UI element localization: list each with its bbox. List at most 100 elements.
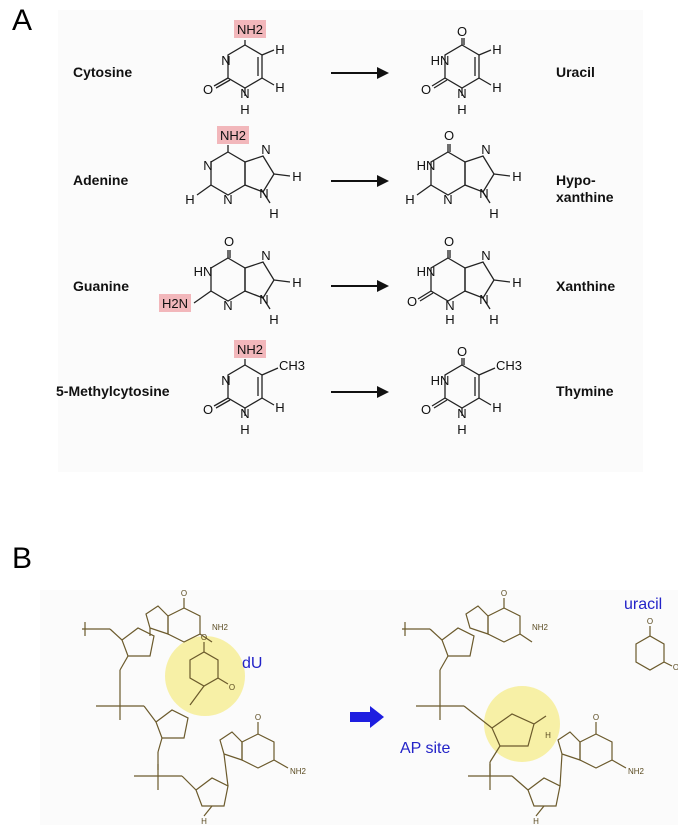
thymine-label: Thymine bbox=[556, 383, 614, 399]
guanine-label: Guanine bbox=[73, 278, 130, 294]
panel-a-structures: NH2 N N O H H H O HN N O H H H NH2 N N N… bbox=[159, 20, 522, 437]
atom-label: NH2 bbox=[212, 623, 229, 632]
atom-label: HN bbox=[417, 264, 436, 279]
atom-label: O bbox=[407, 294, 417, 309]
amino-highlight bbox=[234, 340, 266, 358]
atom-label: H bbox=[533, 817, 539, 825]
atom-label: H2N bbox=[162, 296, 188, 311]
conversion-arrow bbox=[331, 67, 389, 79]
atom-label: H bbox=[269, 206, 278, 221]
panel-a-background bbox=[58, 10, 643, 472]
uracil-free-label: uracil bbox=[624, 596, 663, 613]
atom-label: H bbox=[489, 312, 498, 327]
atom-label: H bbox=[489, 206, 498, 221]
atom-label: H bbox=[292, 169, 301, 184]
atom-label: H bbox=[292, 275, 301, 290]
atom-label: NH2 bbox=[220, 128, 246, 143]
atom-label: N bbox=[261, 248, 270, 263]
atom-label: O bbox=[421, 402, 431, 417]
atom-label: N bbox=[203, 158, 212, 173]
hypoxanthine-label: Hypo- xanthine bbox=[556, 172, 614, 205]
atom-label: N bbox=[223, 298, 232, 313]
amino-highlight bbox=[217, 126, 249, 144]
atom-label: N bbox=[481, 142, 490, 157]
atom-label: H bbox=[275, 400, 284, 415]
atom-label: O bbox=[201, 633, 207, 642]
methylcytosine-label: 5-Methylcytosine bbox=[56, 383, 170, 399]
panel-a-letter: A bbox=[12, 4, 33, 37]
atom-label: H bbox=[201, 817, 207, 825]
atom-label: N bbox=[261, 142, 270, 157]
conversion-arrow bbox=[331, 280, 389, 292]
atom-label: HN bbox=[194, 264, 213, 279]
atom-label: H bbox=[492, 400, 501, 415]
atom-label: O bbox=[181, 589, 187, 598]
atom-label: HN bbox=[431, 373, 450, 388]
atom-label: H bbox=[512, 275, 521, 290]
atom-label: H bbox=[492, 42, 501, 57]
du-label: dU bbox=[242, 655, 263, 672]
atom-label: NH2 bbox=[628, 767, 645, 776]
uracil-label: Uracil bbox=[556, 64, 595, 80]
atom-label: O bbox=[229, 683, 235, 692]
atom-label: N bbox=[221, 53, 230, 68]
amino-highlight bbox=[234, 20, 266, 38]
atom-label: O bbox=[444, 128, 454, 143]
adenine-label: Adenine bbox=[73, 172, 129, 188]
atom-label: HN bbox=[431, 53, 450, 68]
atom-label: O bbox=[255, 713, 261, 722]
conversion-arrow bbox=[331, 386, 389, 398]
atom-label: N bbox=[481, 248, 490, 263]
atom-label: H bbox=[275, 42, 284, 57]
panel-b-letter: B bbox=[12, 542, 33, 575]
atom-label: H bbox=[269, 312, 278, 327]
ap-site-highlight bbox=[484, 686, 560, 762]
atom-label: O bbox=[203, 82, 213, 97]
atom-label: N bbox=[479, 186, 488, 201]
atom-label: HN bbox=[417, 158, 436, 173]
xanthine-label: Xanthine bbox=[556, 278, 616, 294]
atom-label: H bbox=[445, 312, 454, 327]
panel-b-background bbox=[40, 590, 678, 825]
atom-label: H bbox=[457, 422, 466, 437]
du-highlight bbox=[165, 636, 245, 716]
atom-label: N bbox=[259, 186, 268, 201]
atom-label: N bbox=[445, 298, 454, 313]
atom-label: N bbox=[443, 192, 452, 207]
atom-label: H bbox=[185, 192, 194, 207]
atom-label: O bbox=[501, 589, 507, 598]
atom-label: NH2 bbox=[237, 342, 263, 357]
atom-label: H bbox=[405, 192, 414, 207]
atom-label: O bbox=[673, 663, 678, 672]
atom-label: H bbox=[240, 102, 249, 117]
atom-label: N bbox=[240, 86, 249, 101]
atom-label: O bbox=[457, 24, 467, 39]
atom-label: N bbox=[457, 406, 466, 421]
atom-label: CH3 bbox=[496, 358, 522, 373]
repair-arrow bbox=[350, 706, 384, 728]
atom-label: N bbox=[479, 292, 488, 307]
atom-label: H bbox=[492, 80, 501, 95]
atom-label: O bbox=[203, 402, 213, 417]
atom-label: O bbox=[224, 234, 234, 249]
atom-label: O bbox=[647, 617, 653, 626]
atom-label: N bbox=[457, 86, 466, 101]
atom-label: H bbox=[457, 102, 466, 117]
atom-label: N bbox=[259, 292, 268, 307]
amino-highlight bbox=[159, 294, 191, 312]
atom-label: N bbox=[223, 192, 232, 207]
atom-label: O bbox=[421, 82, 431, 97]
atom-label: NH2 bbox=[290, 767, 307, 776]
atom-label: CH3 bbox=[279, 358, 305, 373]
atom-label: O bbox=[593, 713, 599, 722]
atom-label: NH2 bbox=[532, 623, 549, 632]
conversion-arrow bbox=[331, 175, 389, 187]
atom-label: H bbox=[240, 422, 249, 437]
atom-label: H bbox=[545, 731, 551, 740]
ap-site-label: AP site bbox=[400, 740, 451, 757]
atom-label: H bbox=[275, 80, 284, 95]
cytosine-label: Cytosine bbox=[73, 64, 133, 80]
atom-label: N bbox=[240, 406, 249, 421]
atom-label: O bbox=[457, 344, 467, 359]
